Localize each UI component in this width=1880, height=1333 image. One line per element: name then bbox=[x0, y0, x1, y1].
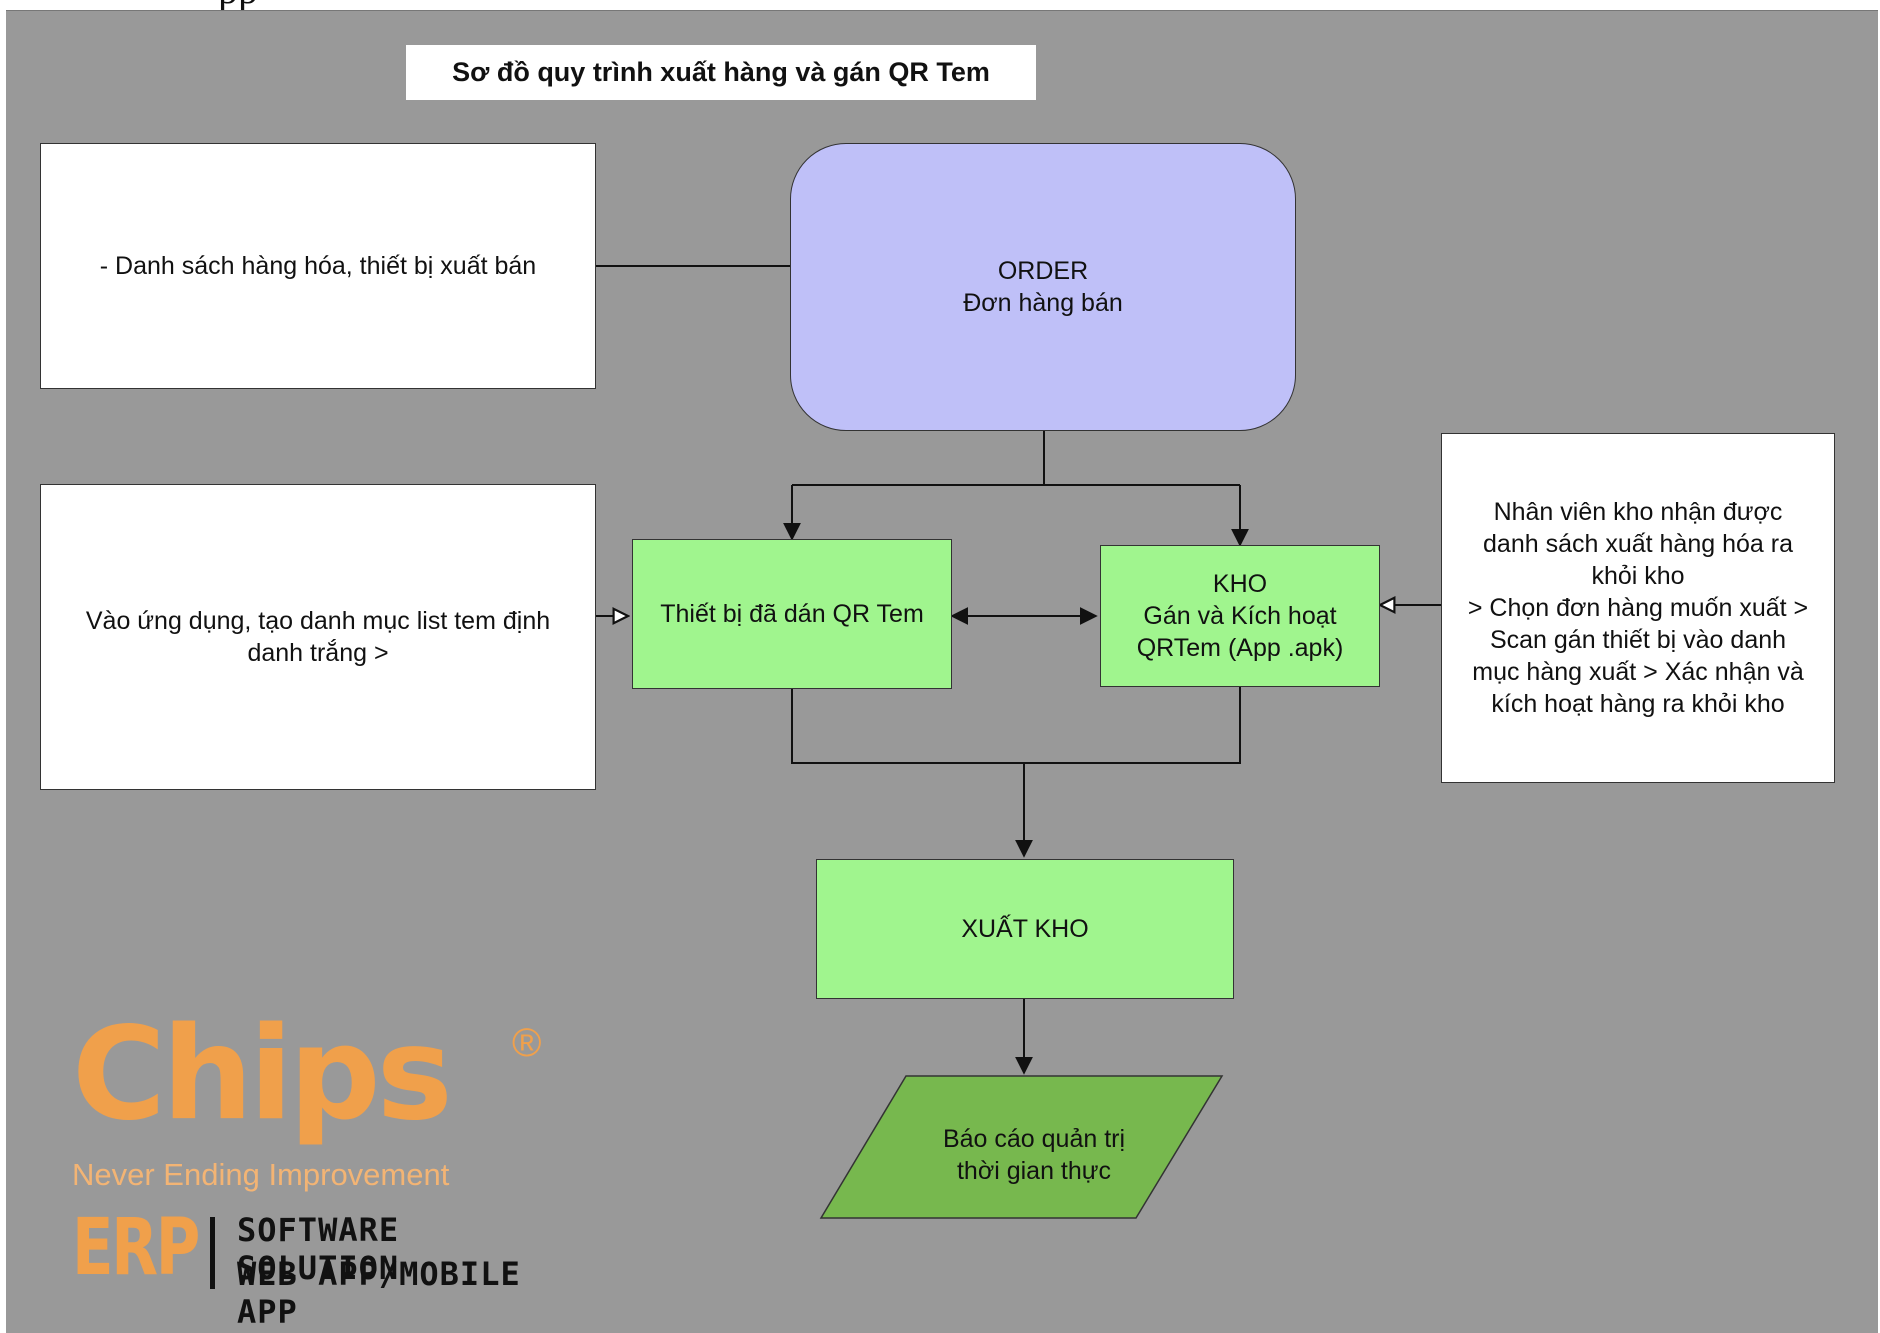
logo-erp: ERP bbox=[72, 1203, 200, 1293]
registered-icon: ® bbox=[512, 1021, 542, 1065]
diagram-canvas: Sơ đồ quy trình xuất hàng và gán QR Tem … bbox=[6, 10, 1878, 1333]
logo-tagline: Never Ending Improvement bbox=[72, 1157, 450, 1192]
logo-wordmark: Chips bbox=[72, 1000, 453, 1149]
header-fragment: pp bbox=[0, 0, 1880, 10]
report-shape bbox=[819, 1075, 1224, 1219]
tagged-devices-node: Thiết bị đã dán QR Tem bbox=[632, 539, 952, 689]
export-node: XUẤT KHO bbox=[816, 859, 1234, 999]
warehouse-staff-node: Nhân viên kho nhận được danh sách xuất h… bbox=[1441, 433, 1835, 783]
warehouse-node: KHO Gán và Kích hoạt QRTem (App .apk) bbox=[1100, 545, 1380, 687]
logo-divider bbox=[210, 1217, 215, 1289]
blank-tags-node: Vào ứng dụng, tạo danh mục list tem định… bbox=[40, 484, 596, 790]
order-node: ORDER Đơn hàng bán bbox=[790, 143, 1296, 431]
merge-line bbox=[791, 678, 1241, 764]
company-logo: Chips ® Never Ending Improvement ERP SOF… bbox=[72, 1000, 572, 1332]
connectors bbox=[596, 11, 1441, 1219]
diagram-title: Sơ đồ quy trình xuất hàng và gán QR Tem bbox=[406, 45, 1036, 100]
report-node: Báo cáo quản trị thời gian thực bbox=[942, 1125, 1126, 1185]
product-list-node: - Danh sách hàng hóa, thiết bị xuất bán bbox=[40, 143, 596, 389]
logo-line-software: SOFTWARE SOLUTION bbox=[237, 1211, 400, 1287]
logo-line-apps: WEB APP/MOBILE APP bbox=[237, 1255, 521, 1331]
